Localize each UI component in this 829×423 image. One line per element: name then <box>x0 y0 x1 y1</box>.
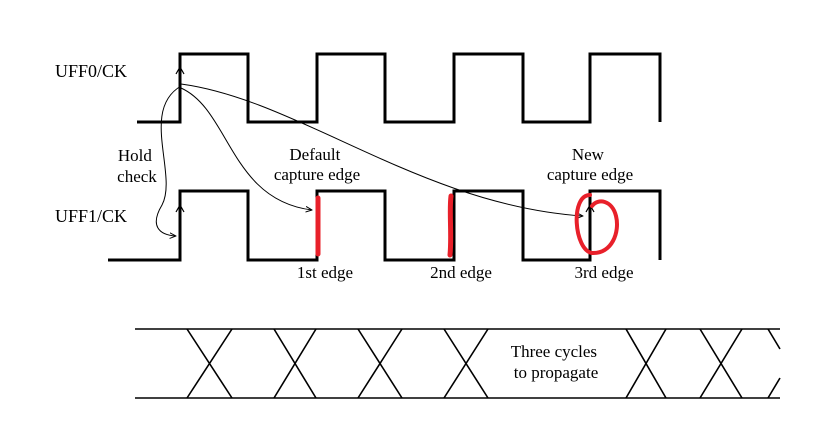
first-edge-label: 1st edge <box>297 263 353 282</box>
annotation-mark-second-edge <box>447 193 454 258</box>
default-capture-label: Default capture edge <box>274 145 360 184</box>
second-edge-label: 2nd edge <box>430 263 492 282</box>
data-bus <box>135 328 781 399</box>
three-cycles-label: Three cycles to propagate <box>511 342 602 382</box>
hold-check-arrow <box>155 85 182 236</box>
uff0-launch-arrow-icon <box>175 65 185 75</box>
uff0-clock-waveform <box>137 52 662 124</box>
uff0-ck-label: UFF0/CK <box>55 61 127 81</box>
uff1-ck-label: UFF1/CK <box>55 206 127 226</box>
hold-check-label: Hold check <box>117 146 157 186</box>
default-capture-arrow <box>180 87 312 210</box>
new-capture-label: New capture edge <box>547 145 633 184</box>
third-edge-label: 3rd edge <box>574 263 633 282</box>
uff1-clock-waveform <box>108 189 662 262</box>
third-edge-arrow-icon <box>585 203 595 213</box>
uff1-capture-arrow-icon <box>175 203 185 213</box>
annotation-circle-third-edge <box>574 193 619 256</box>
new-capture-arrow <box>180 83 583 216</box>
